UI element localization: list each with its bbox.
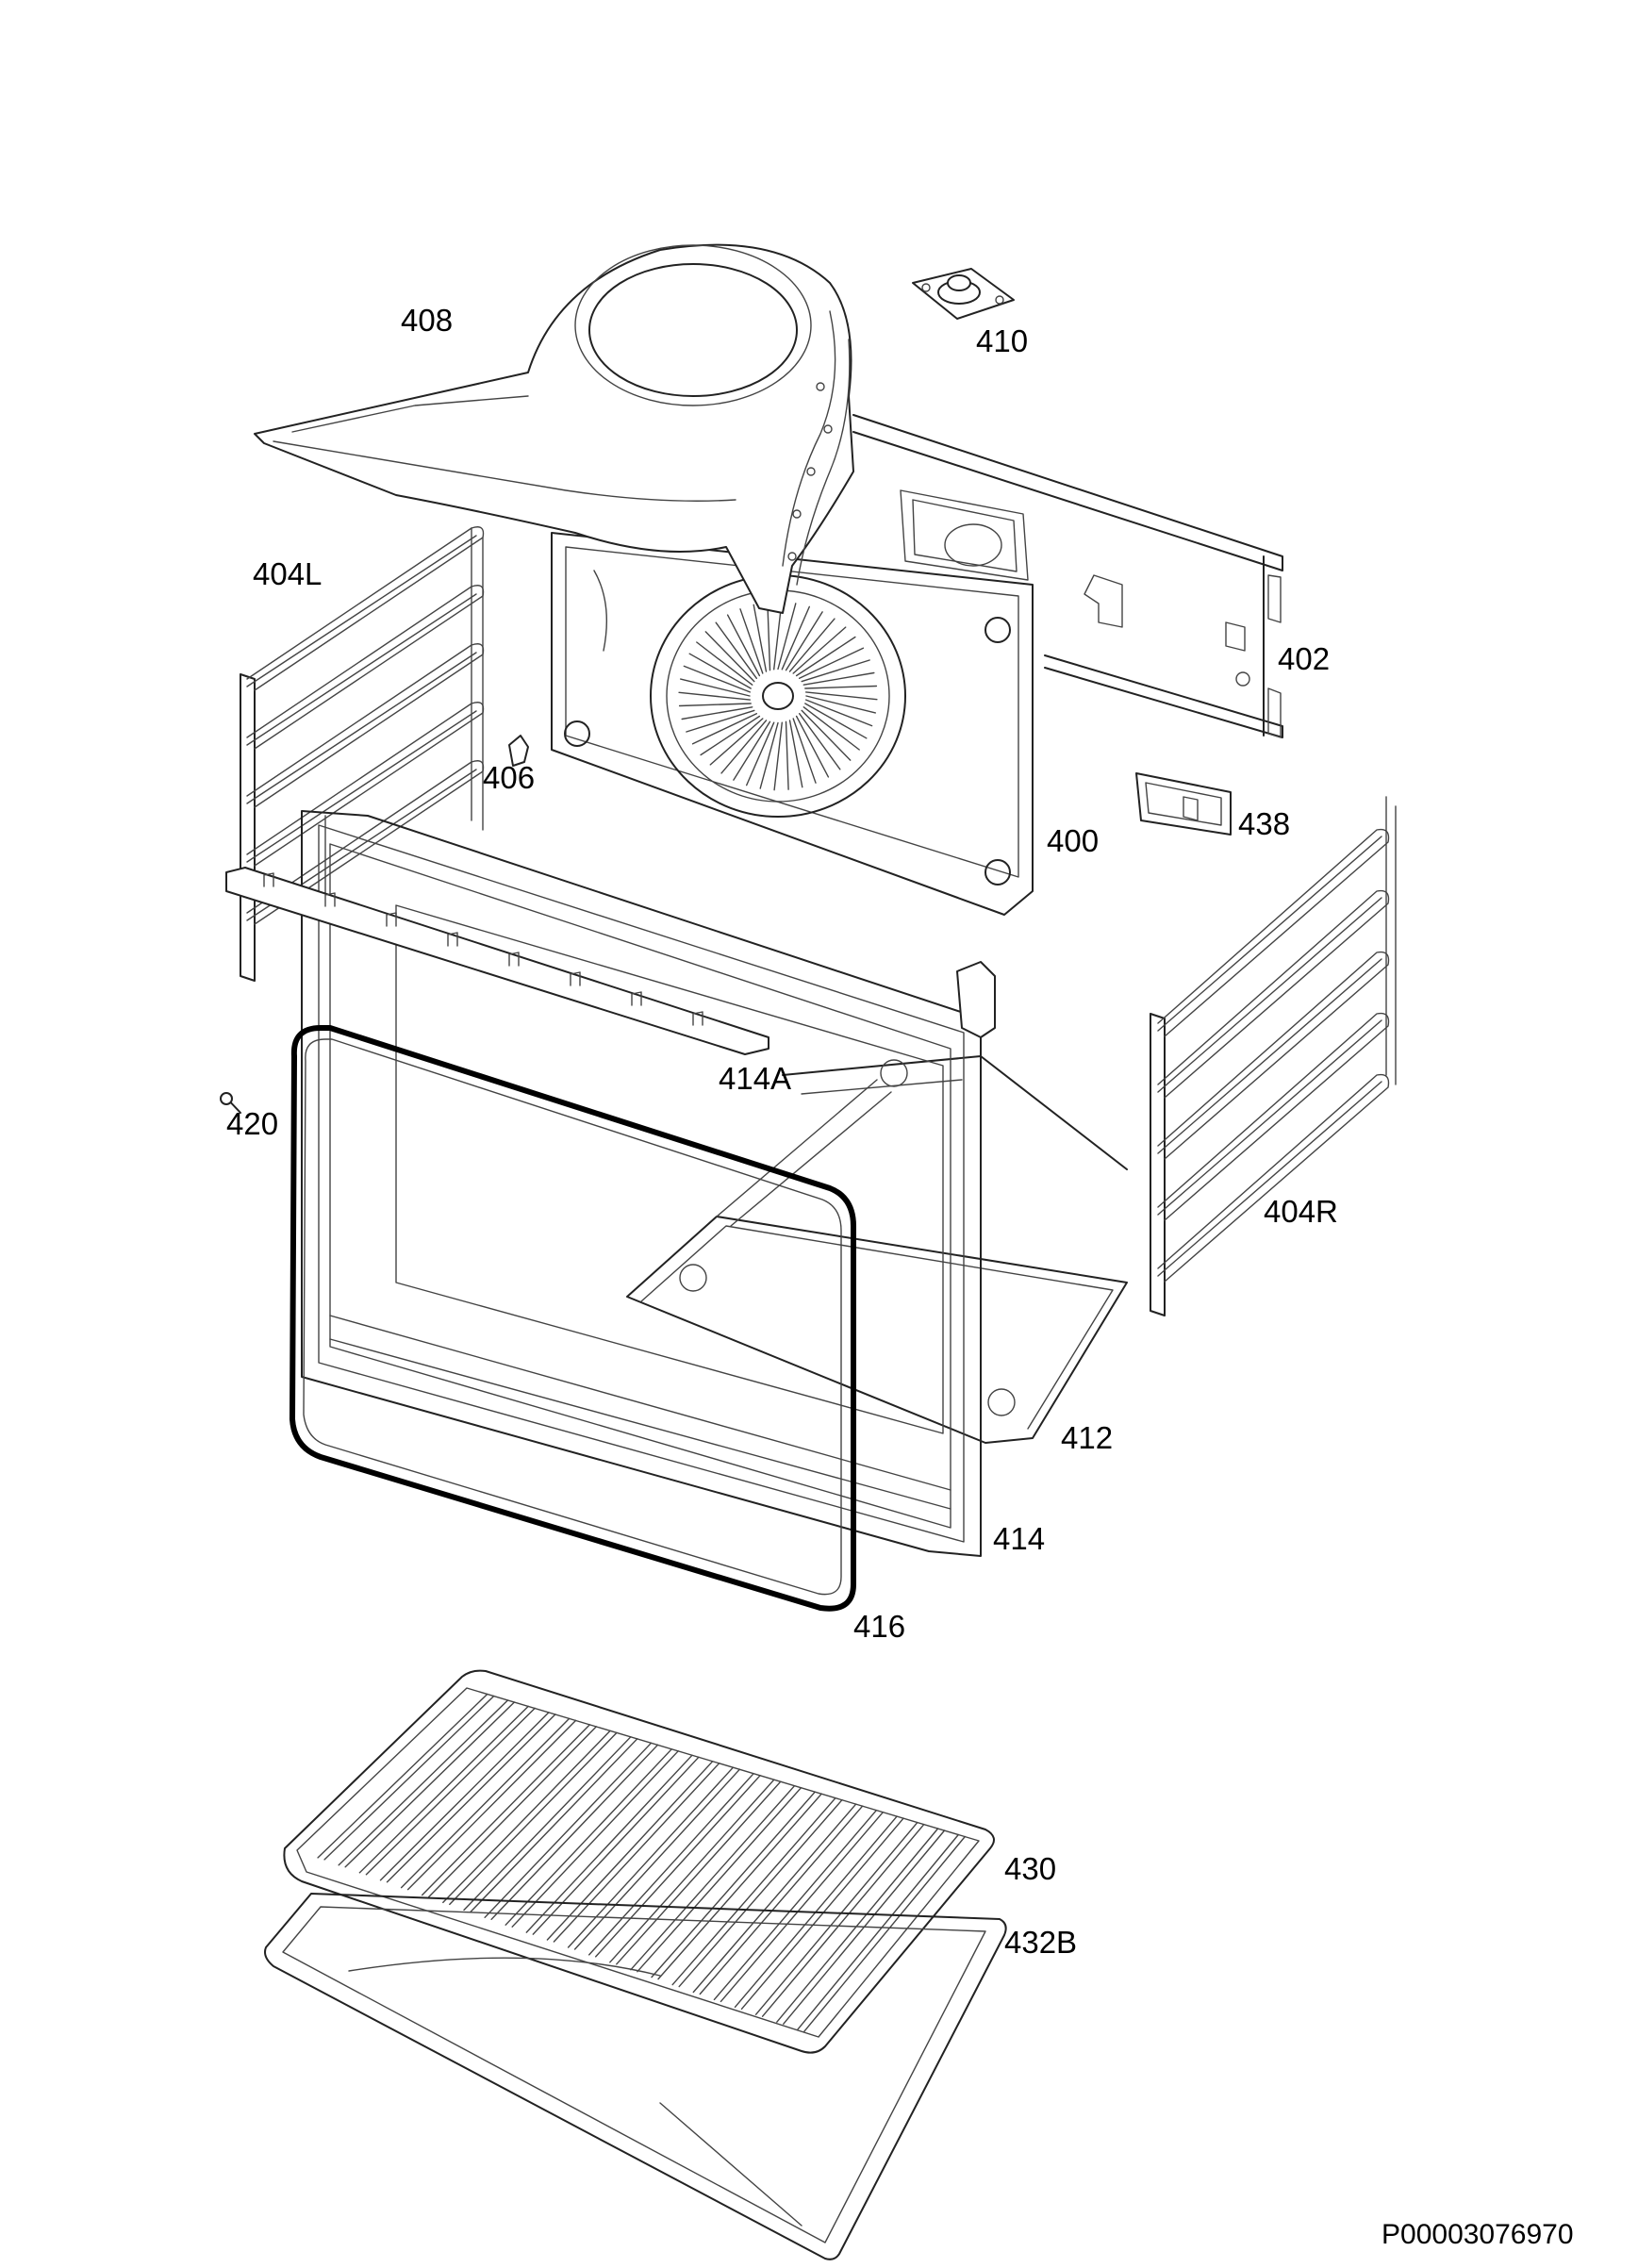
part-404L-left-shelf-support: [240, 526, 485, 982]
label-414A: 414A: [719, 1061, 792, 1096]
label-404L: 404L: [253, 556, 323, 591]
part-402-rear-rail: [852, 414, 1283, 738]
part-400-fan-cover: [551, 489, 1034, 916]
label-400: 400: [1047, 823, 1100, 858]
label-404R: 404R: [1264, 1194, 1338, 1229]
part-414-front-frame: [301, 810, 996, 1557]
part-408-top-duct: [254, 243, 854, 614]
label-438: 438: [1238, 806, 1291, 841]
label-432B: 432B: [1004, 1925, 1078, 1960]
part-406-clip: [508, 735, 529, 767]
part-410-lamp-holder: [912, 268, 1015, 320]
part-412-cavity-frame: [626, 1055, 1128, 1444]
label-406: 406: [483, 760, 536, 795]
part-438-bracket: [1135, 772, 1232, 836]
part-430-wire-rack: [283, 1669, 995, 2054]
label-430: 430: [1004, 1851, 1057, 1886]
label-420: 420: [226, 1106, 279, 1141]
part-432B-baking-tray: [264, 1893, 1007, 2260]
part-420-screw: [220, 1092, 241, 1114]
document-id: P00003076970: [1382, 2219, 1574, 2250]
part-416-door-seal: [290, 1025, 856, 1612]
part-414A-trim-bar: [225, 867, 769, 1055]
label-416: 416: [853, 1609, 906, 1644]
label-414: 414: [993, 1521, 1046, 1556]
label-402: 402: [1278, 641, 1331, 676]
label-412: 412: [1061, 1420, 1114, 1455]
label-410: 410: [976, 323, 1029, 358]
part-404R-right-shelf-support: [1150, 796, 1397, 1316]
label-408: 408: [401, 303, 454, 338]
